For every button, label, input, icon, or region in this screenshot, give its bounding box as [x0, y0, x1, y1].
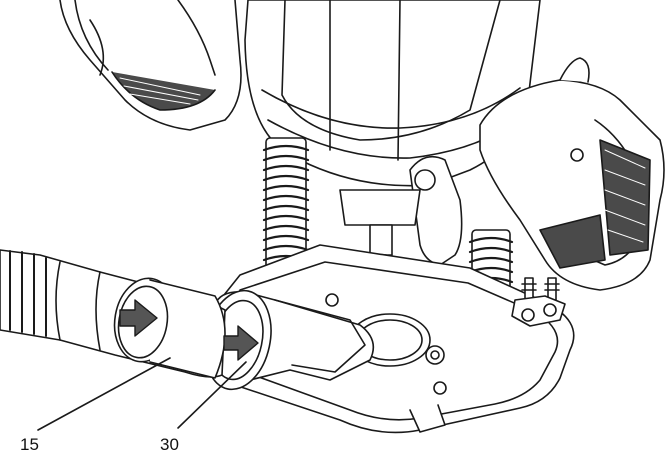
left-handle [59, 0, 242, 131]
insert-direction-arrow-2 [223, 325, 259, 361]
callout-label-30: 30 [160, 435, 179, 454]
right-handle [479, 57, 665, 291]
callout-leader-lines [37, 357, 247, 431]
motor-housing [244, 0, 541, 187]
insert-direction-arrow-1 [119, 299, 158, 337]
left-spring-column [262, 137, 310, 274]
adjustment-bolts [511, 277, 566, 327]
hose-connector [0, 249, 226, 379]
callout-label-15: 15 [20, 435, 39, 454]
router-base-plate [208, 244, 575, 434]
locking-lever [409, 155, 463, 266]
